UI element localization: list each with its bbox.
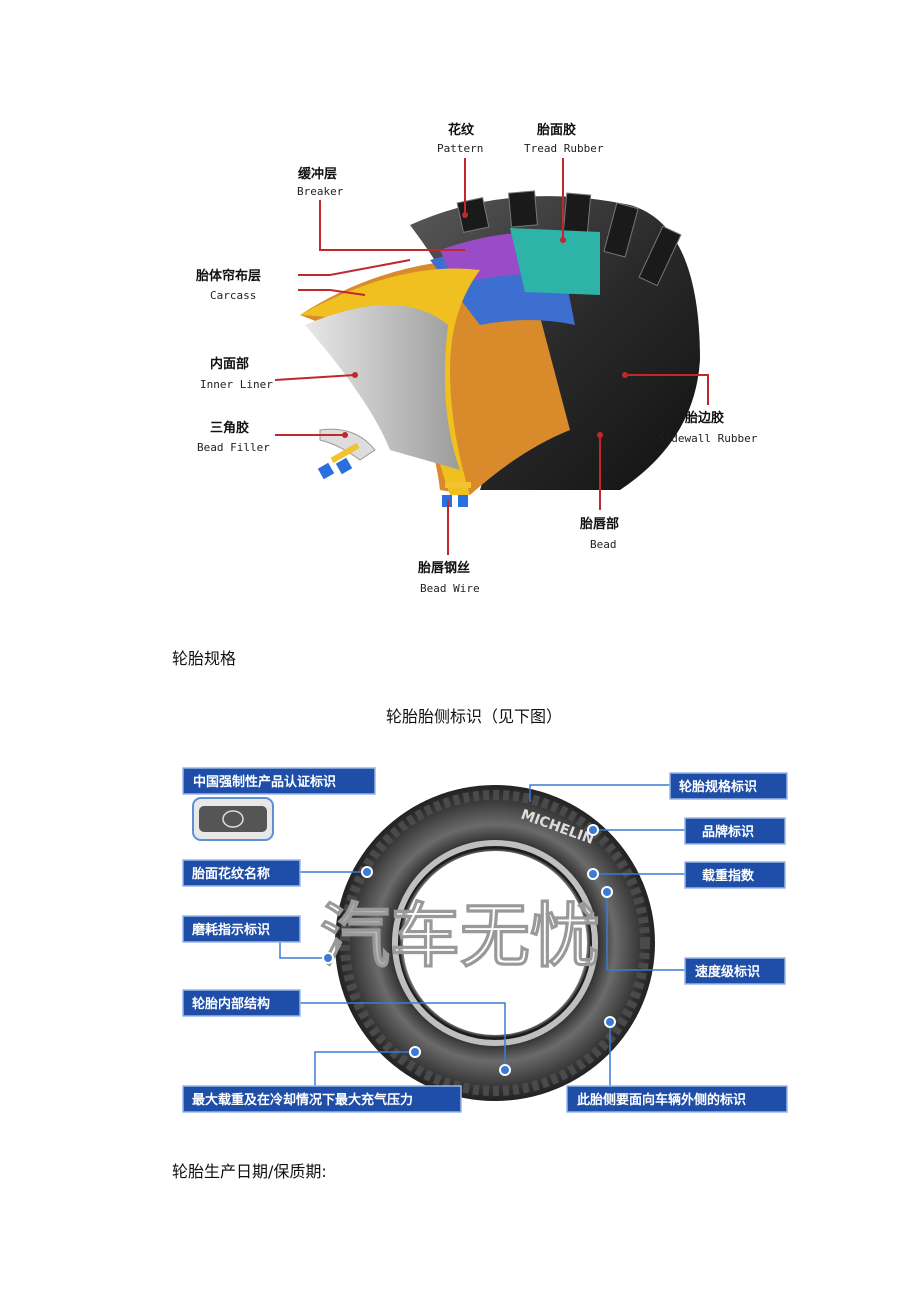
label-bead-wire-cn: 胎唇钢丝 (418, 560, 470, 576)
label-load-index: 载重指数 (684, 861, 786, 889)
label-brand-text: 品牌标识 (702, 824, 754, 840)
label-tread-rubber-cn: 胎面胶 (537, 122, 576, 138)
tread-rubber-teal (510, 228, 600, 295)
callout-dots (322, 824, 616, 1076)
bead-wire-left (317, 442, 360, 480)
inner-liner (305, 305, 460, 470)
label-pattern-en: Pattern (437, 142, 483, 155)
label-size-spec-text: 轮胎规格标识 (679, 779, 757, 795)
label-carcass-en: Carcass (210, 289, 256, 302)
label-speed-rating-text: 速度级标识 (695, 964, 760, 980)
label-internal-structure-text: 轮胎内部结构 (192, 996, 270, 1012)
bead-filler (319, 428, 376, 461)
label-bead-en: Bead (590, 538, 617, 551)
label-carcass-cn: 胎体帘布层 (196, 268, 261, 284)
callout-lines (279, 784, 685, 1087)
label-pattern-cn: 花纹 (448, 122, 475, 138)
label-tread-pattern-text: 胎面花纹名称 (192, 866, 270, 882)
label-cert-text: 中国强制性产品认证标识 (193, 774, 336, 790)
label-speed-rating: 速度级标识 (684, 957, 786, 985)
watermark: 汽车无忧 (320, 894, 600, 977)
figure2-caption: 轮胎胎侧标识（见下图） (386, 707, 563, 726)
label-size-spec: 轮胎规格标识 (669, 772, 788, 800)
label-breaker-cn: 缓冲层 (298, 166, 337, 182)
label-sidewall-cn: 胎边胶 (685, 410, 724, 426)
label-wear-indicator-text: 磨耗指示标识 (192, 922, 270, 938)
tire-rim-hole (403, 851, 587, 1035)
label-load-index-text: 载重指数 (702, 868, 755, 884)
label-bead-filler-en: Bead Filler (197, 441, 270, 454)
label-cert: 中国强制性产品认证标识 (182, 767, 376, 795)
label-tread-rubber-en: Tread Rubber (524, 142, 604, 155)
label-bead-wire-en: Bead Wire (420, 582, 480, 595)
label-outer-side-text: 此胎侧要面向车辆外侧的标识 (577, 1092, 746, 1108)
label-outer-side: 此胎侧要面向车辆外侧的标识 (566, 1085, 788, 1113)
label-inner-liner-cn: 内面部 (210, 356, 249, 372)
label-brand: 品牌标识 (684, 817, 786, 845)
label-inner-liner-en: Inner Liner (200, 378, 273, 391)
leader-lines (274, 158, 709, 555)
section-heading-tire-spec: 轮胎规格 (172, 649, 237, 668)
label-tread-pattern-name: 胎面花纹名称 (182, 859, 301, 887)
label-bead-filler-cn: 三角胶 (210, 420, 249, 436)
label-max-load-pressure-text: 最大载重及在冷却情况下最大充气压力 (192, 1092, 413, 1108)
label-wear-indicator: 磨耗指示标识 (182, 915, 301, 943)
label-breaker-en: Breaker (297, 185, 344, 198)
section-heading-production-date: 轮胎生产日期/保质期: (172, 1162, 327, 1181)
tire-cross-section-figure: 花纹 Pattern 胎面胶 Tread Rubber 缓冲层 Breaker … (196, 122, 758, 595)
label-sidewall-en: Sidewall Rubber (658, 432, 758, 445)
tread-blocks (456, 190, 682, 287)
label-bead-cn: 胎唇部 (580, 516, 619, 532)
ccc-cert-badge (192, 797, 274, 841)
tire-sidewall-figure: MICHELIN 汽车无忧 中国强制性产品认证标识 胎面花纹名称 (182, 767, 788, 1113)
label-max-load-pressure: 最大载重及在冷却情况下最大充气压力 (182, 1085, 462, 1113)
label-internal-structure: 轮胎内部结构 (182, 989, 301, 1017)
